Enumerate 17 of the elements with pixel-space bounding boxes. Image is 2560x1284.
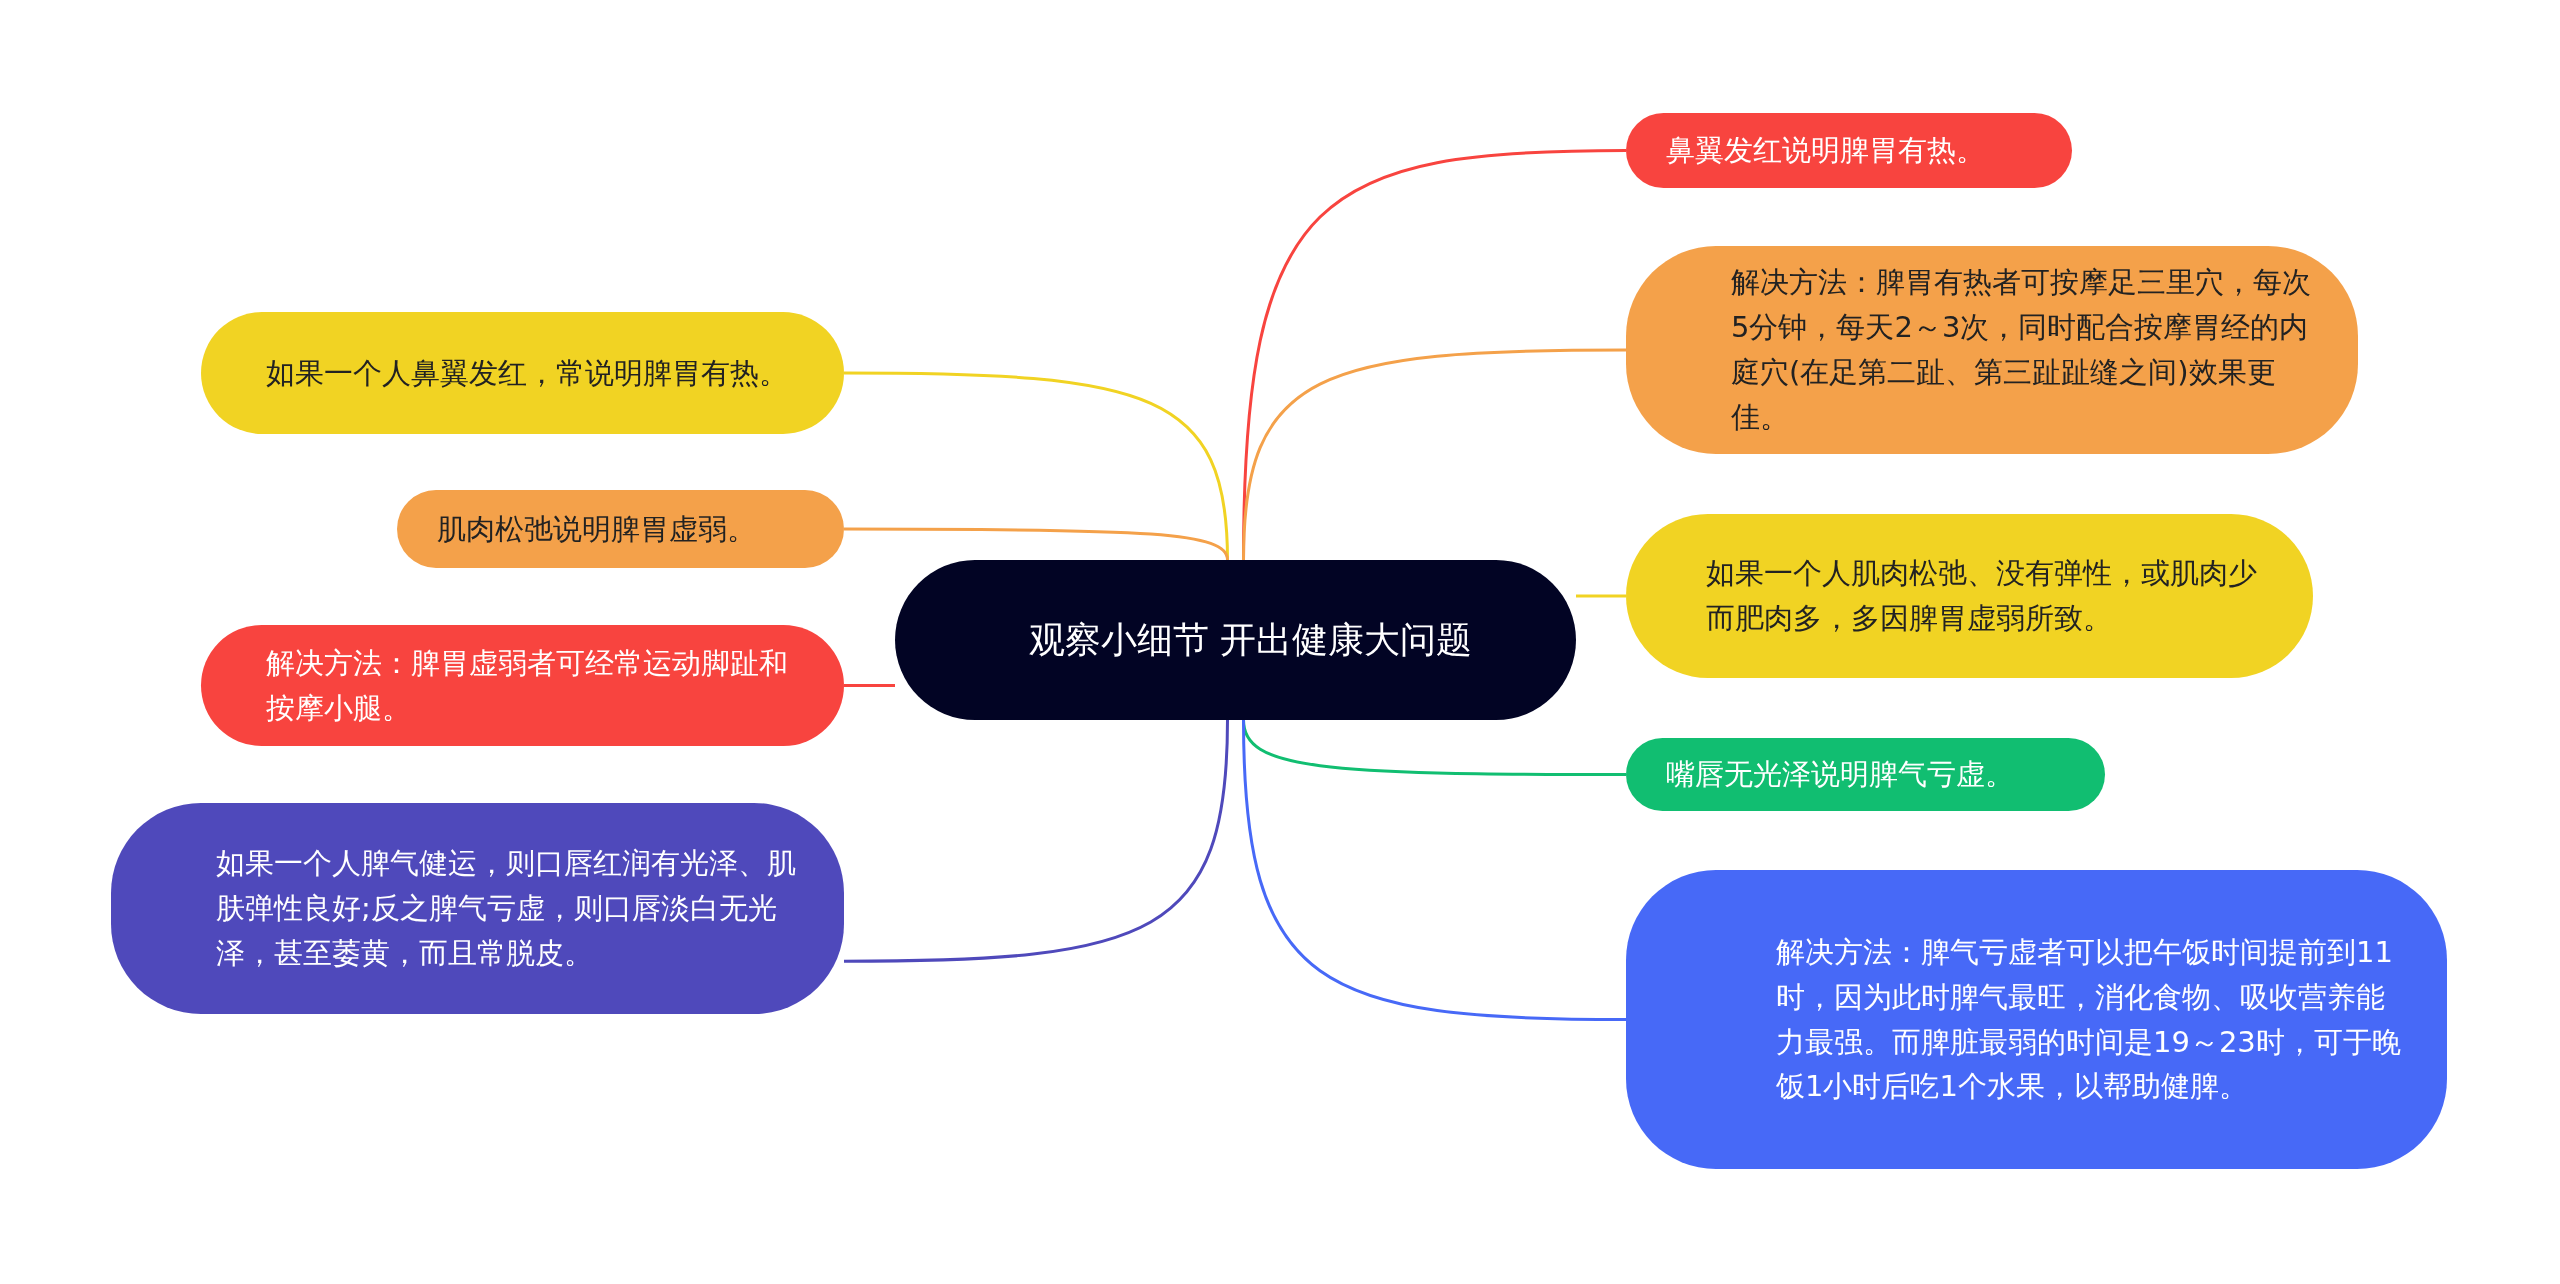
connector-line (844, 719, 1229, 963)
connector-line (1242, 348, 1626, 561)
connector-line (1576, 594, 1626, 598)
node-text: 鼻翼发红说明脾胃有热。 (1666, 132, 1985, 170)
node-text: 如果一个人鼻翼发红，常说明脾胃有热。 (266, 354, 788, 392)
node-text: 嘴唇无光泽说明脾气亏虚。 (1666, 756, 2014, 794)
node-text: 如果一个人肌肉松弛、没有弹性，或肌肉少而肥肉多，多因脾胃虚弱所致。 (1706, 555, 2258, 637)
topic-text: 观察小细节 开出健康大问题 (1028, 618, 1473, 663)
node-text: 解决方法：脾气亏虚者可以把午饭时间提前到11时，因为此时脾气最旺，消化食物、吸收营养能力最强。而脾脏最弱的时间是19～23时，可于晚饭1小时后吃1个水果，以帮助健脾。 (1776, 933, 2402, 1106)
node-text: 解决方法：脾胃有热者可按摩足三里穴，每次5分钟，每天2～3次，同时配合按摩胃经的内庭穴(在足第二趾、第三趾趾缝之间)效果更佳。 (1731, 264, 2312, 436)
node-text: 如果一个人脾气健运，则口唇红润有光泽、肌肤弹性良好;反之脾气亏虚，则口唇淡白无光泽，甚至萎黄，而且常脱皮。 (216, 845, 797, 972)
connector-line (1242, 719, 1626, 1021)
connector-line (844, 527, 1229, 561)
connector-line (844, 684, 895, 687)
node-text: 解决方法：脾胃虚弱者可经常运动脚趾和按摩小腿。 (266, 644, 789, 727)
branch-node (1626, 870, 2447, 1169)
node-text: 肌肉松弛说明脾胃虚弱。 (437, 510, 756, 548)
